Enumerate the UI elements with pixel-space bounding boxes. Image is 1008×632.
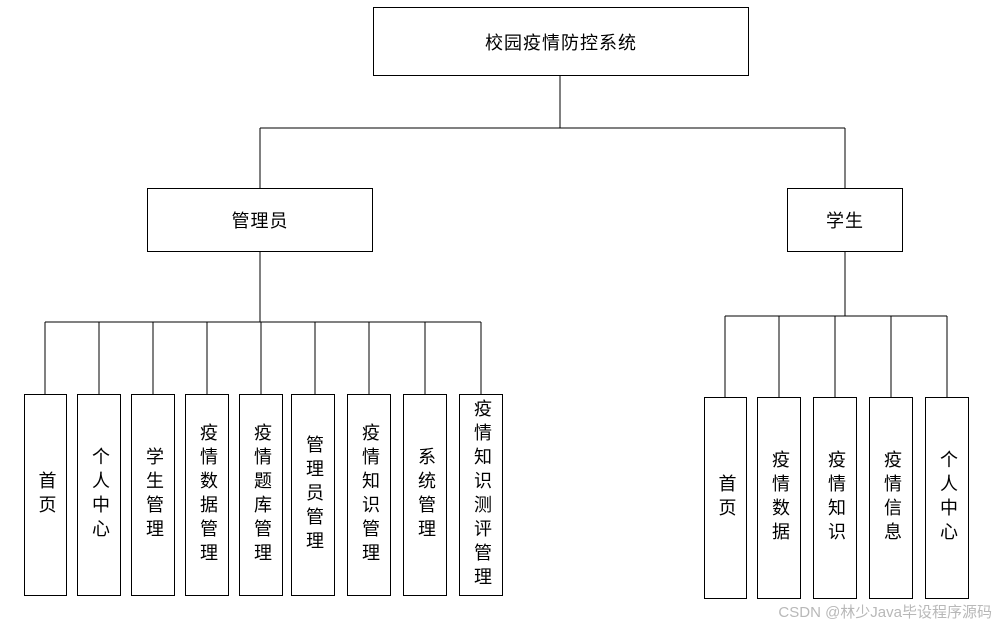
student-child-node: 疫情信息	[869, 397, 913, 599]
admin-child-label: 疫情知识测评管理	[471, 399, 492, 591]
admin-child-node: 疫情数据管理	[185, 394, 229, 596]
admin-child-node: 疫情题库管理	[239, 394, 283, 596]
admin-child-label: 管理员管理	[303, 435, 324, 555]
watermark-text: CSDN @林少Java毕设程序源码	[778, 604, 992, 621]
admin-child-node: 个人中心	[77, 394, 121, 596]
admin-child-label: 系统管理	[415, 447, 436, 543]
admin-child-label: 学生管理	[143, 447, 164, 543]
student-child-node: 首页	[704, 397, 747, 599]
admin-child-label: 个人中心	[89, 447, 110, 543]
admin-child-node: 疫情知识测评管理	[459, 394, 503, 596]
student-child-label: 疫情知识	[825, 450, 846, 546]
admin-child-node: 学生管理	[131, 394, 175, 596]
student-child-label: 个人中心	[937, 450, 958, 546]
student-node: 学生	[787, 188, 903, 252]
student-child-label: 疫情信息	[881, 450, 902, 546]
student-child-label: 首页	[715, 474, 737, 522]
admin-child-label: 首页	[35, 471, 57, 519]
root-node: 校园疫情防控系统	[373, 7, 749, 76]
admin-child-node: 管理员管理	[291, 394, 335, 596]
admin-child-label: 疫情知识管理	[359, 423, 380, 567]
admin-child-node: 首页	[24, 394, 67, 596]
admin-child-node: 疫情知识管理	[347, 394, 391, 596]
student-label: 学生	[826, 211, 864, 232]
admin-child-label: 疫情数据管理	[197, 423, 218, 567]
admin-child-label: 疫情题库管理	[251, 423, 272, 567]
student-child-node: 疫情数据	[757, 397, 801, 599]
admin-child-node: 系统管理	[403, 394, 447, 596]
admin-label: 管理员	[231, 211, 289, 232]
student-child-node: 疫情知识	[813, 397, 857, 599]
admin-node: 管理员	[147, 188, 373, 252]
root-label: 校园疫情防控系统	[485, 32, 637, 54]
student-child-label: 疫情数据	[769, 450, 790, 546]
student-child-node: 个人中心	[925, 397, 969, 599]
